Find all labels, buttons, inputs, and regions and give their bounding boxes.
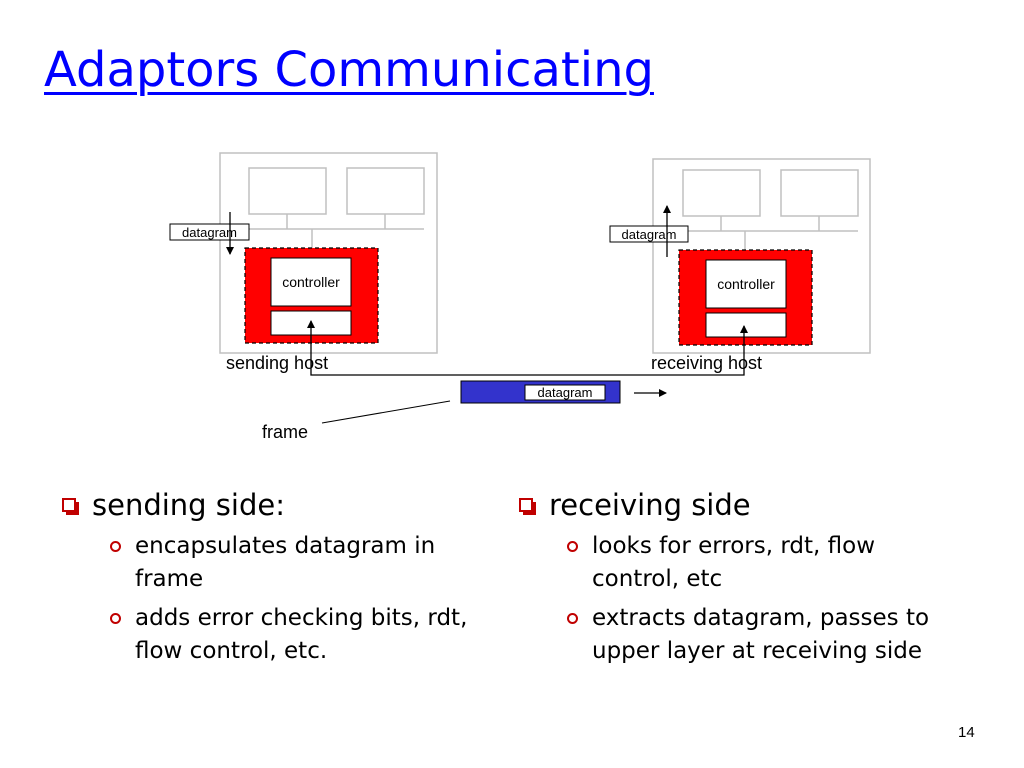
circle-bullet-icon bbox=[567, 613, 578, 624]
list-item: extracts datagram, passes to upper layer… bbox=[567, 602, 942, 668]
sending-host: controller datagram sending host bbox=[169, 152, 438, 373]
sending-datagram-box bbox=[169, 223, 250, 241]
list-item: encapsulates datagram in frame bbox=[110, 530, 480, 596]
receiving-host: controller datagram receiving host bbox=[609, 158, 871, 373]
receiving-controller-box bbox=[705, 259, 787, 309]
frame-datagram-box bbox=[524, 384, 606, 401]
receiving-host-label: receiving host bbox=[651, 353, 762, 373]
circle-bullet-icon bbox=[110, 541, 121, 552]
list-item: looks for errors, rdt, flow control, etc bbox=[567, 530, 942, 596]
sending-side-list: encapsulates datagram in frame adds erro… bbox=[110, 530, 480, 668]
sending-controller-box bbox=[270, 257, 352, 307]
sending-side-section: sending side: encapsulates datagram in f… bbox=[62, 488, 502, 668]
receiving-side-section: receiving side looks for errors, rdt, fl… bbox=[519, 488, 959, 668]
sending-datagram-label: datagram bbox=[182, 225, 237, 240]
sending-host-label: sending host bbox=[226, 353, 328, 373]
frame-datagram-label: datagram bbox=[538, 385, 593, 400]
sending-memory-box bbox=[346, 167, 425, 215]
receiving-side-heading: receiving side bbox=[519, 488, 959, 522]
receiving-controller-label: controller bbox=[717, 276, 775, 292]
receiving-cpu-box bbox=[682, 169, 761, 217]
square-bullet-icon bbox=[519, 498, 536, 515]
square-bullet-icon bbox=[62, 498, 79, 515]
receiving-side-list: looks for errors, rdt, flow control, etc… bbox=[567, 530, 942, 668]
circle-bullet-icon bbox=[110, 613, 121, 624]
list-item: adds error checking bits, rdt, flow cont… bbox=[110, 602, 480, 668]
page-number: 14 bbox=[958, 724, 975, 741]
receiving-datagram-label: datagram bbox=[622, 227, 677, 242]
receiving-phy-box bbox=[705, 312, 787, 338]
sending-side-heading: sending side: bbox=[62, 488, 502, 522]
sending-controller-label: controller bbox=[282, 274, 340, 290]
circle-bullet-icon bbox=[567, 541, 578, 552]
receiving-datagram-box bbox=[609, 225, 689, 243]
link-wire bbox=[310, 325, 748, 376]
slide-title: Adaptors Communicating bbox=[44, 42, 654, 98]
frame-label: frame bbox=[262, 422, 308, 442]
frame-pointer-line bbox=[321, 400, 451, 424]
receiving-memory-box bbox=[780, 169, 859, 217]
sending-cpu-box bbox=[248, 167, 327, 215]
